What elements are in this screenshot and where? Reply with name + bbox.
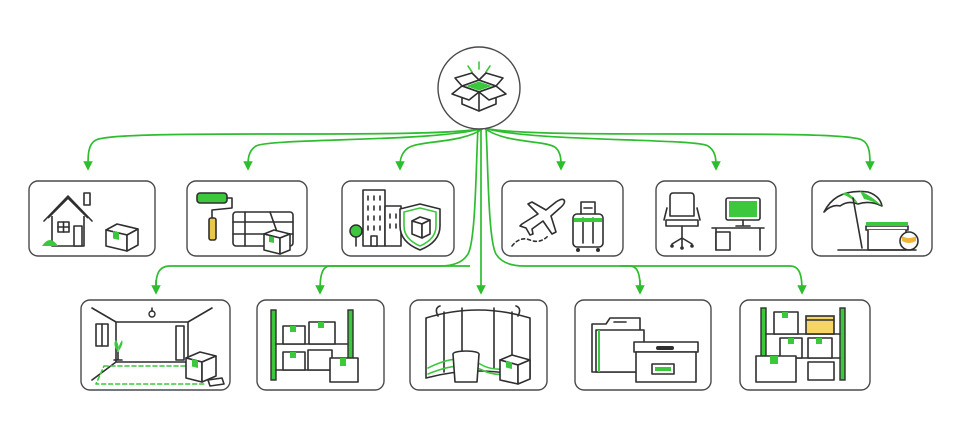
office-building-shield-icon xyxy=(349,189,441,251)
open-box-icon xyxy=(451,61,507,112)
airplane-luggage-icon xyxy=(511,198,604,252)
card-renovation xyxy=(186,180,308,257)
card-business xyxy=(341,180,455,257)
card-archive xyxy=(574,299,712,391)
beach-umbrella-storage-icon xyxy=(823,190,919,251)
card-empty-room xyxy=(80,299,231,391)
card-inventory xyxy=(739,299,871,391)
file-archive-box-icon xyxy=(591,317,699,383)
trade-show-booth-icon xyxy=(425,305,531,385)
card-exhibition xyxy=(409,299,548,391)
house-with-box-icon xyxy=(42,192,139,252)
card-travel xyxy=(501,180,624,257)
shelving-boxes-icon xyxy=(270,309,359,383)
card-office xyxy=(655,180,777,257)
paint-roller-furniture-icon xyxy=(196,192,294,255)
connector-lines xyxy=(83,127,875,295)
card-seasonal xyxy=(811,180,933,257)
office-chair-desk-icon xyxy=(663,192,765,251)
hub-node xyxy=(437,46,521,130)
inventory-shelf-icon xyxy=(755,307,846,383)
empty-storage-room-icon xyxy=(91,307,225,387)
card-shelving xyxy=(256,299,385,391)
card-home xyxy=(28,180,156,257)
